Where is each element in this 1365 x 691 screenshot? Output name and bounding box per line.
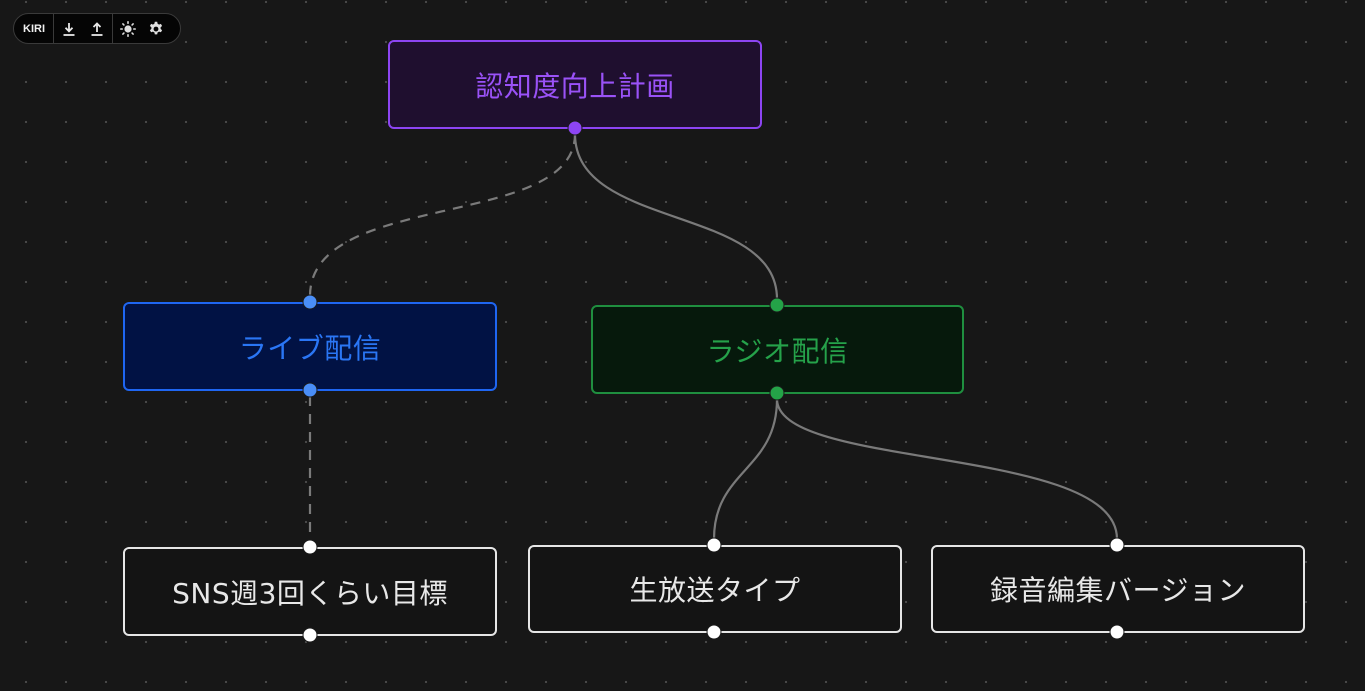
node-live-streaming[interactable]: ライブ配信 [123, 302, 497, 391]
upload-button[interactable] [88, 20, 106, 38]
upload-icon [91, 21, 103, 36]
node-live-broadcast-target-handle[interactable] [706, 537, 722, 553]
logo: KIRI [14, 14, 54, 43]
node-live-broadcast[interactable]: 生放送タイプ [528, 545, 902, 633]
edge-root-radio[interactable] [573, 133, 779, 300]
node-label: ラジオ配信 [706, 334, 849, 368]
node-sns[interactable]: SNS週3回くらい目標 [123, 547, 497, 636]
node-radio-streaming[interactable]: ラジオ配信 [591, 305, 964, 394]
node-root-source-handle[interactable] [567, 120, 583, 136]
node-sns-source-handle[interactable] [302, 627, 318, 643]
node-label: 生放送タイプ [629, 574, 801, 607]
node-recorded-source-handle[interactable] [1109, 624, 1125, 640]
node-label: SNS週3回くらい目標 [172, 576, 448, 610]
edge-root-live[interactable] [308, 133, 577, 297]
node-live-target-handle[interactable] [302, 294, 318, 310]
sun-icon [120, 20, 136, 37]
node-live-broadcast-source-handle[interactable] [706, 624, 722, 640]
settings-button[interactable] [147, 20, 165, 38]
node-label: 認知度向上計画 [475, 69, 675, 103]
edge-radio-livebroadcast[interactable] [712, 398, 779, 540]
node-label: 録音編集バージョン [990, 574, 1246, 607]
download-icon [63, 22, 75, 36]
node-radio-target-handle[interactable] [769, 297, 785, 313]
node-recorded[interactable]: 録音編集バージョン [931, 545, 1305, 633]
edge-radio-recorded[interactable] [775, 398, 1119, 540]
node-root[interactable]: 認知度向上計画 [388, 40, 762, 129]
download-button[interactable] [60, 20, 78, 38]
toolbar: KIRI [13, 13, 181, 44]
gear-icon [149, 21, 163, 34]
node-live-source-handle[interactable] [302, 382, 318, 398]
import-export-group [54, 14, 113, 43]
theme-toggle-button[interactable] [119, 20, 137, 38]
node-recorded-target-handle[interactable] [1109, 537, 1125, 553]
node-sns-target-handle[interactable] [302, 539, 318, 555]
settings-group [113, 14, 171, 43]
node-radio-source-handle[interactable] [769, 385, 785, 401]
node-label: ライブ配信 [238, 331, 382, 365]
